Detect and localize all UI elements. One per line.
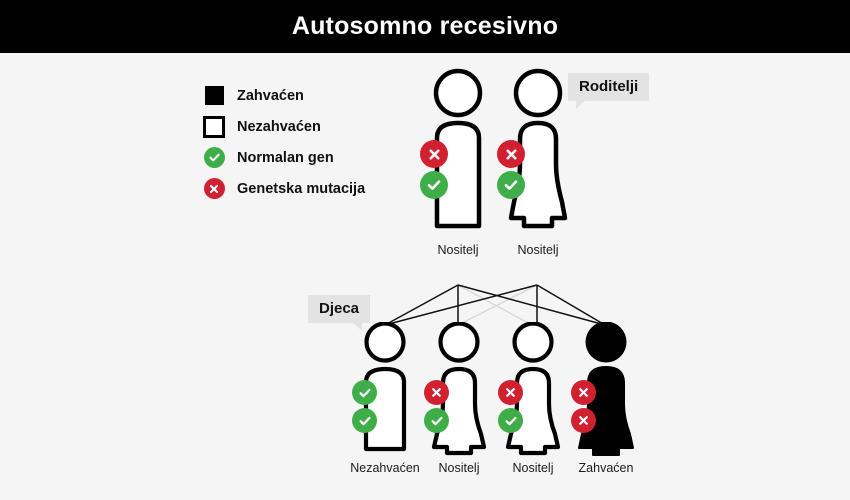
green-check-circle-icon — [420, 171, 448, 199]
person-child-4[interactable]: Zahvaćen — [571, 322, 639, 482]
person-child-1[interactable]: Nezahvaćen — [350, 322, 420, 482]
legend-item-unaffected: Nezahvaćen — [203, 111, 423, 142]
red-cross-circle-icon — [203, 178, 225, 200]
person-mother[interactable]: Nositelj — [497, 68, 573, 263]
red-cross-circle-icon — [498, 380, 523, 405]
red-cross-circle-icon — [571, 380, 596, 405]
person-label: Nositelj — [512, 461, 554, 475]
person-child-2[interactable]: Nositelj — [424, 322, 492, 482]
callout-parents: Roditelji — [568, 73, 650, 109]
allele-markers — [352, 380, 377, 433]
person-label: Nositelj — [517, 243, 559, 257]
person-child-3[interactable]: Nositelj — [498, 322, 566, 482]
person-label: Zahvaćen — [578, 461, 634, 475]
green-check-circle-icon — [497, 171, 525, 199]
legend-item-label: Zahvaćen — [237, 87, 304, 104]
allele-markers — [420, 140, 448, 199]
legend-item-label: Normalan gen — [237, 149, 334, 166]
legend: Zahvaćen Nezahvaćen Normalan gen — [203, 80, 423, 204]
red-cross-circle-icon — [420, 140, 448, 168]
person-label: Nositelj — [437, 243, 479, 257]
legend-item-label: Genetska mutacija — [237, 180, 366, 197]
female-figure-outline — [508, 68, 568, 229]
green-check-circle-icon — [352, 408, 377, 433]
red-cross-circle-icon — [497, 140, 525, 168]
green-check-circle-icon — [203, 147, 225, 169]
page-title: Autosomno recesivno — [291, 12, 559, 40]
callout-children: Djeca — [308, 295, 371, 331]
legend-item-affected: Zahvaćen — [203, 80, 423, 111]
green-check-circle-icon — [498, 408, 523, 433]
green-check-circle-icon — [352, 380, 377, 405]
allele-markers — [424, 380, 449, 433]
legend-item-label: Nezahvaćen — [237, 118, 321, 135]
red-cross-circle-icon — [571, 408, 596, 433]
filled-square-icon — [203, 85, 225, 107]
legend-item-normal-gene: Normalan gen — [203, 142, 423, 173]
allele-markers — [497, 140, 525, 199]
allele-markers — [498, 380, 523, 433]
header-bar — [0, 0, 850, 53]
male-figure-outline — [363, 322, 407, 452]
legend-item-genetic-mutation: Genetska mutacija — [203, 173, 423, 204]
green-check-circle-icon — [424, 408, 449, 433]
male-figure-outline — [433, 68, 483, 229]
person-label: Nezahvaćen — [350, 461, 420, 475]
allele-markers — [571, 380, 596, 433]
open-square-icon — [203, 115, 225, 138]
person-father[interactable]: Nositelj — [420, 68, 493, 263]
red-cross-circle-icon — [424, 380, 449, 405]
person-label: Nositelj — [438, 461, 480, 475]
